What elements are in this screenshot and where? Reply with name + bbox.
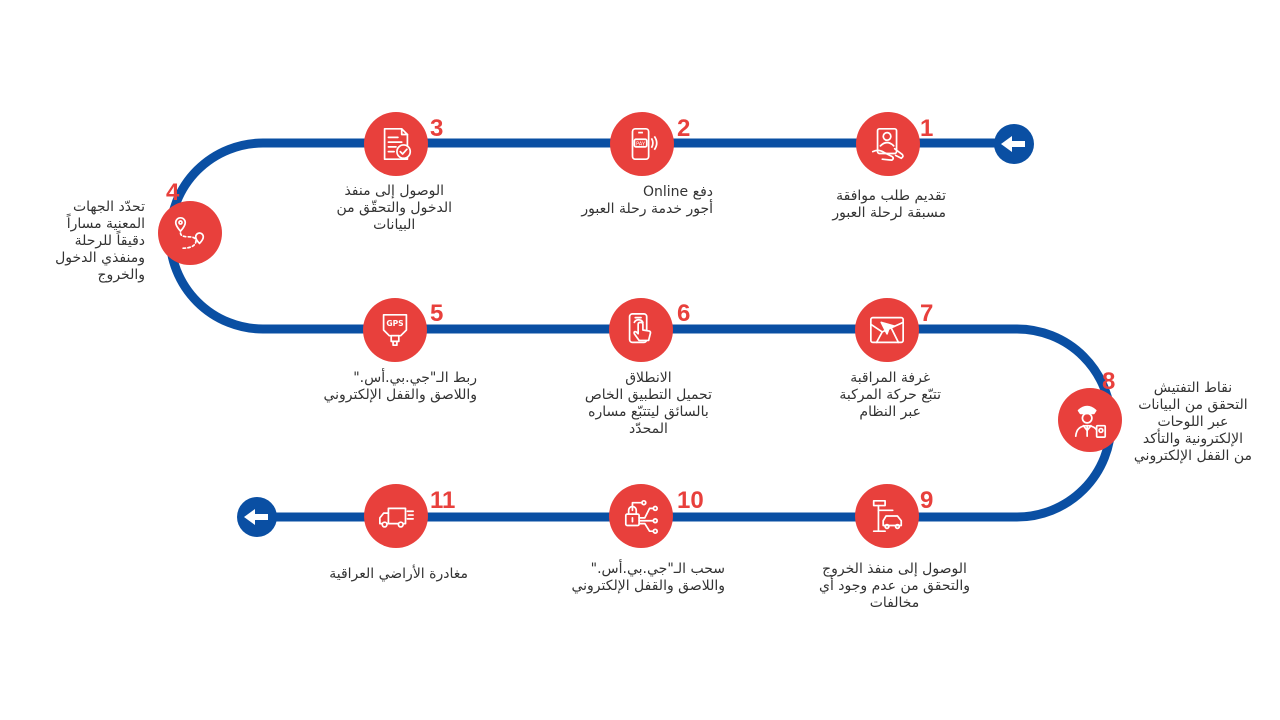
officer-passport-icon bbox=[1071, 401, 1109, 439]
step-6-number: 6 bbox=[677, 300, 691, 327]
step-7-text: غرفة المراقبة تتبّع حركة المركبة عبر الن… bbox=[839, 370, 941, 420]
step-2-text: دفع Online أجور خدمة رحلة العبور bbox=[581, 184, 713, 217]
step-3-circle bbox=[364, 112, 428, 176]
step-11-circle bbox=[364, 484, 428, 548]
svg-text:PAY: PAY bbox=[636, 141, 646, 147]
step-3-text: الوصول إلى منفذ الدخول والتحقّق من البيا… bbox=[336, 183, 452, 233]
step-1-circle bbox=[856, 112, 920, 176]
step-8-number: 8 bbox=[1102, 368, 1116, 395]
step-4-text: تحدّد الجهات المعنية مساراً دقيقاً للرحل… bbox=[55, 199, 145, 283]
step-4-number: 4 bbox=[166, 179, 180, 206]
step-6-circle bbox=[609, 298, 673, 362]
arrow-left-icon bbox=[1001, 134, 1027, 154]
step-1-text: تقديم طلب موافقة مسبقة لرحلة العبور bbox=[832, 188, 946, 221]
step-10-circle bbox=[609, 484, 673, 548]
step-9-text: الوصول إلى منفذ الخروج والتحقق من عدم وج… bbox=[819, 561, 970, 611]
step-2-circle: PAY bbox=[610, 112, 674, 176]
id-card-hand-icon bbox=[869, 125, 907, 163]
step-11-number: 11 bbox=[430, 487, 456, 514]
end-arrow bbox=[237, 497, 277, 537]
barrier-car-icon bbox=[868, 497, 906, 535]
step-1-number: 1 bbox=[920, 115, 934, 142]
step-7-circle bbox=[855, 298, 919, 362]
delivery-truck-icon bbox=[377, 497, 415, 535]
step-10-number: 10 bbox=[677, 487, 704, 514]
step-8-circle bbox=[1058, 388, 1122, 452]
pay-phone-icon: PAY bbox=[623, 125, 661, 163]
step-5-number: 5 bbox=[430, 300, 444, 327]
step-8-text: نقاط التفتيش التحقق من البيانات عبر اللو… bbox=[1133, 380, 1252, 464]
arrow-left-icon bbox=[244, 507, 270, 527]
step-5-text: ربط الـ"جي.بي.أس." واللاصق والقفل الإلكت… bbox=[323, 370, 477, 403]
step-5-circle: GPS bbox=[363, 298, 427, 362]
step-11-text: مغادرة الأراضي العراقية bbox=[329, 566, 468, 582]
digital-lock-icon bbox=[622, 497, 660, 535]
route-pins-icon bbox=[171, 214, 209, 252]
svg-text:GPS: GPS bbox=[386, 319, 403, 328]
phone-tap-icon bbox=[622, 311, 660, 349]
step-7-number: 7 bbox=[920, 300, 934, 327]
step-6-text: الانطلاق تحميل التطبيق الخاص بالسائق ليت… bbox=[584, 370, 712, 437]
start-arrow bbox=[994, 124, 1034, 164]
gps-tracker-icon: GPS bbox=[376, 311, 414, 349]
step-2-number: 2 bbox=[677, 115, 691, 142]
map-navigation-icon bbox=[868, 311, 906, 349]
step-10-text: سحب الـ"جي.بي.أس." واللاصق والقفل الإلكت… bbox=[571, 561, 725, 594]
step-3-number: 3 bbox=[430, 115, 444, 142]
document-check-icon bbox=[377, 125, 415, 163]
step-4-circle bbox=[158, 201, 222, 265]
step-9-circle bbox=[855, 484, 919, 548]
step-9-number: 9 bbox=[920, 487, 934, 514]
